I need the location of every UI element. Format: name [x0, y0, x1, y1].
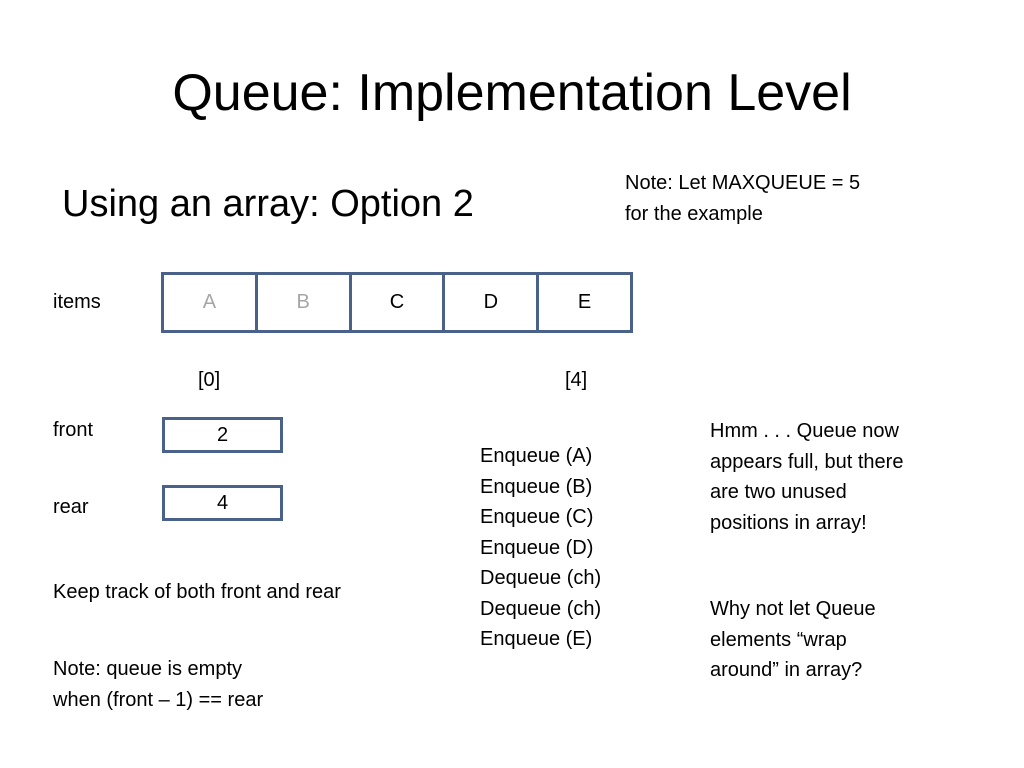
note-maxqueue: Note: Let MAXQUEUE = 5 for the example — [625, 168, 860, 229]
operation-item: Dequeue (ch) — [480, 597, 602, 620]
items-label: items — [53, 291, 101, 313]
keep-track-text: Keep track of both front and rear — [53, 581, 341, 603]
hmm-note: Hmm . . . Queue now appears full, but th… — [710, 416, 903, 538]
rear-label: rear — [53, 496, 89, 518]
front-label: front — [53, 419, 94, 441]
operation-item: Dequeue (ch) — [480, 567, 602, 589]
slide-title: Queue: Implementation Level — [172, 64, 852, 122]
hmm-note-line: Hmm . . . Queue now — [710, 420, 899, 442]
note-empty-line-1: Note: queue is empty — [53, 658, 242, 680]
front-value-box: 2 — [162, 417, 283, 453]
note-maxqueue-line-1: Note: Let MAXQUEUE = 5 — [625, 172, 861, 194]
array-cell-0: A — [164, 275, 258, 330]
hmm-note-line: are two unused — [710, 481, 847, 503]
index-last-label: [4] — [565, 369, 588, 391]
why-note-line: Why not let Queue — [710, 598, 876, 620]
rear-value-box: 4 — [162, 485, 283, 521]
index-first-label: [0] — [198, 369, 221, 391]
array-cell-3: D — [445, 275, 540, 330]
note-empty: Note: queue is empty when (front – 1) ==… — [53, 654, 263, 715]
note-empty-line-2: when (front – 1) == rear — [53, 688, 264, 711]
items-array: A B C D E — [161, 272, 633, 333]
operation-item: Enqueue (A) — [480, 445, 593, 467]
operation-item: Enqueue (C) — [480, 506, 594, 528]
why-note: Why not let Queue elements “wrap around”… — [710, 594, 876, 686]
operation-item: Enqueue (D) — [480, 536, 594, 559]
array-cell-4: E — [577, 291, 592, 313]
why-note-line: around” in array? — [710, 659, 863, 681]
operation-item: Enqueue (E) — [480, 628, 593, 650]
array-cell-2: C — [352, 275, 446, 330]
operation-item: Enqueue (B) — [480, 475, 593, 498]
operations-list: Enqueue (A) Enqueue (B) Enqueue (C) Enqu… — [480, 441, 601, 655]
why-note-line: elements “wrap — [710, 628, 847, 651]
array-cell-1: B — [258, 275, 352, 330]
slide-subtitle: Using an array: Option 2 — [62, 183, 474, 225]
note-maxqueue-line-2: for the example — [625, 202, 763, 225]
hmm-note-line: appears full, but there — [710, 450, 904, 473]
hmm-note-line: positions in array! — [710, 511, 867, 534]
